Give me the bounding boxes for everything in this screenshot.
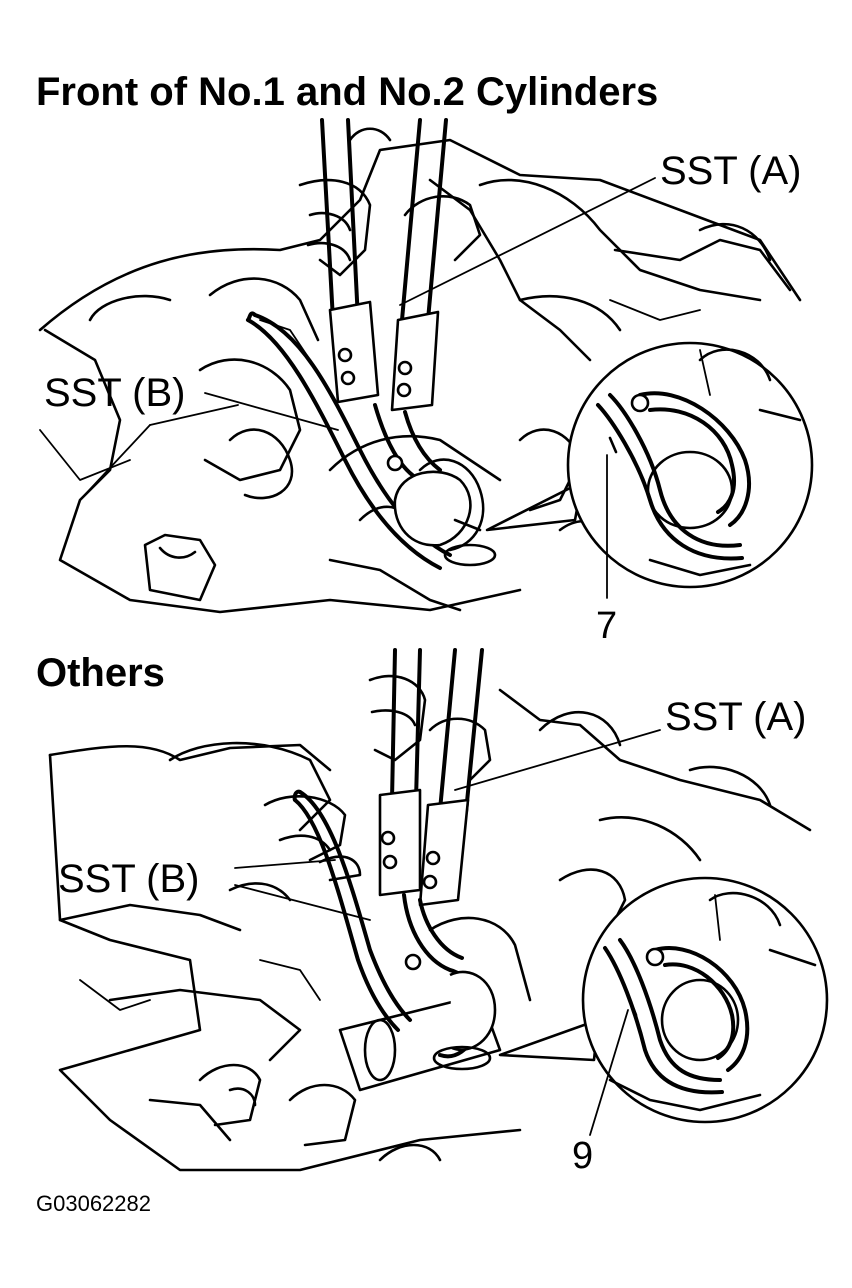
- figure-1-front-cylinders: Front of No.1 and No.2 Cylinders: [36, 70, 814, 647]
- figure-2-label-sst-a: SST (A): [665, 695, 807, 739]
- figure-1-detail-inset: [485, 341, 814, 589]
- figure-1-sst-tool: [246, 118, 497, 570]
- figure-2-detail-inset: [498, 876, 829, 1124]
- figure-1-label-sst-b: SST (B): [44, 371, 186, 415]
- figure-2-leaders: [234, 729, 661, 1136]
- figure-1-callout-number: 7: [596, 605, 617, 647]
- figure-1-leaders: [79, 177, 656, 599]
- figure-1-label-sst-a: SST (A): [660, 149, 802, 193]
- figure-2-sst-tool: [292, 648, 497, 1071]
- figure-1-title: Front of No.1 and No.2 Cylinders: [36, 70, 658, 114]
- figure-2-callout-number: 9: [572, 1135, 593, 1177]
- figure-2-title: Others: [36, 651, 165, 695]
- figure-2-others: Others: [36, 648, 829, 1177]
- figure-code: G03062282: [36, 1191, 151, 1216]
- figure-2-engine-drawing: [48, 674, 812, 1172]
- figure-1-engine-drawing: [38, 127, 802, 614]
- figure-2-label-sst-b: SST (B): [58, 857, 200, 901]
